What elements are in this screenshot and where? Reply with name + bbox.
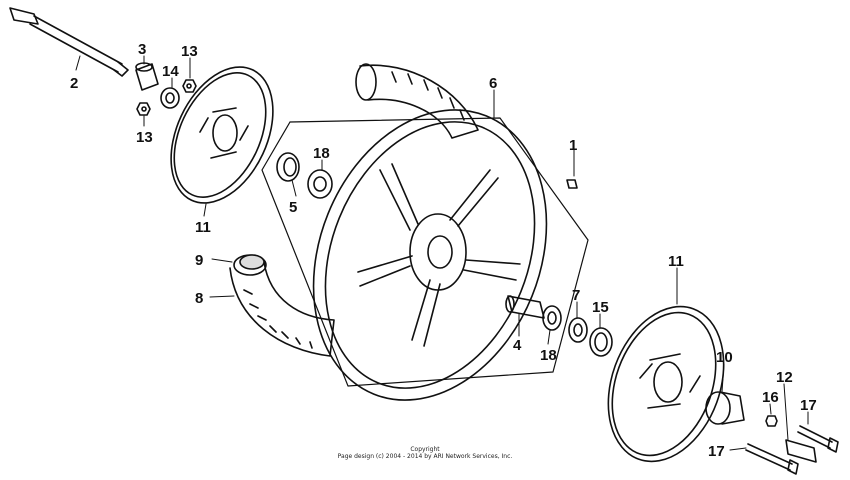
leader-lines bbox=[75, 55, 809, 451]
callout-17-right: 17 bbox=[800, 397, 817, 414]
callout-9: 9 bbox=[195, 252, 203, 269]
brake-disc-left bbox=[170, 66, 274, 204]
callout-1: 1 bbox=[569, 137, 577, 154]
tire-segment-lower bbox=[229, 254, 335, 357]
copyright-line: Page design (c) 2004 - 2014 by ARI Netwo… bbox=[337, 453, 513, 460]
bearing-part-18-bottom bbox=[542, 305, 562, 331]
callout-18-bottom: 18 bbox=[540, 347, 557, 364]
callout-16: 16 bbox=[762, 389, 779, 406]
valve-part bbox=[566, 179, 578, 189]
callout-4: 4 bbox=[513, 337, 522, 354]
axle-part bbox=[9, 7, 129, 77]
seal-part-5 bbox=[276, 152, 300, 182]
nut-part-16 bbox=[765, 415, 778, 427]
callout-2: 2 bbox=[70, 75, 78, 92]
callout-15: 15 bbox=[592, 299, 609, 316]
callout-8: 8 bbox=[195, 290, 203, 307]
tire-segment-upper bbox=[355, 63, 479, 139]
callout-11-right: 11 bbox=[668, 253, 684, 270]
hub-cover-part-10 bbox=[705, 391, 745, 425]
callout-11-left: 11 bbox=[195, 219, 211, 236]
spacer-part bbox=[135, 62, 159, 91]
callout-10: 10 bbox=[716, 349, 733, 366]
bolt-part-17-left bbox=[745, 443, 799, 475]
callout-3: 3 bbox=[138, 41, 146, 58]
clamp-part-12 bbox=[785, 439, 817, 463]
seal-part-15 bbox=[589, 327, 613, 357]
nut-part-13-bottom bbox=[136, 102, 151, 116]
callout-14: 14 bbox=[162, 63, 179, 80]
callout-18-top: 18 bbox=[313, 145, 330, 162]
assembly-frame bbox=[261, 117, 589, 387]
collar-part-4 bbox=[505, 295, 545, 319]
spacer-part-7 bbox=[568, 317, 588, 343]
bearing-part-18-top bbox=[307, 169, 333, 199]
bearing-part-14 bbox=[160, 87, 180, 109]
callout-5: 5 bbox=[289, 199, 297, 216]
callout-13-top: 13 bbox=[181, 43, 198, 60]
nut-part-13-top bbox=[182, 79, 197, 93]
callout-17-left: 17 bbox=[708, 443, 725, 460]
copyright-label: Copyright bbox=[410, 446, 440, 453]
callout-6: 6 bbox=[489, 75, 497, 92]
callout-7: 7 bbox=[572, 287, 580, 304]
brake-disc-right bbox=[607, 305, 725, 463]
callout-13-bottom: 13 bbox=[136, 129, 153, 146]
bolt-part-17-right bbox=[797, 425, 839, 453]
callout-12: 12 bbox=[776, 369, 793, 386]
wheel-rim bbox=[312, 109, 548, 401]
